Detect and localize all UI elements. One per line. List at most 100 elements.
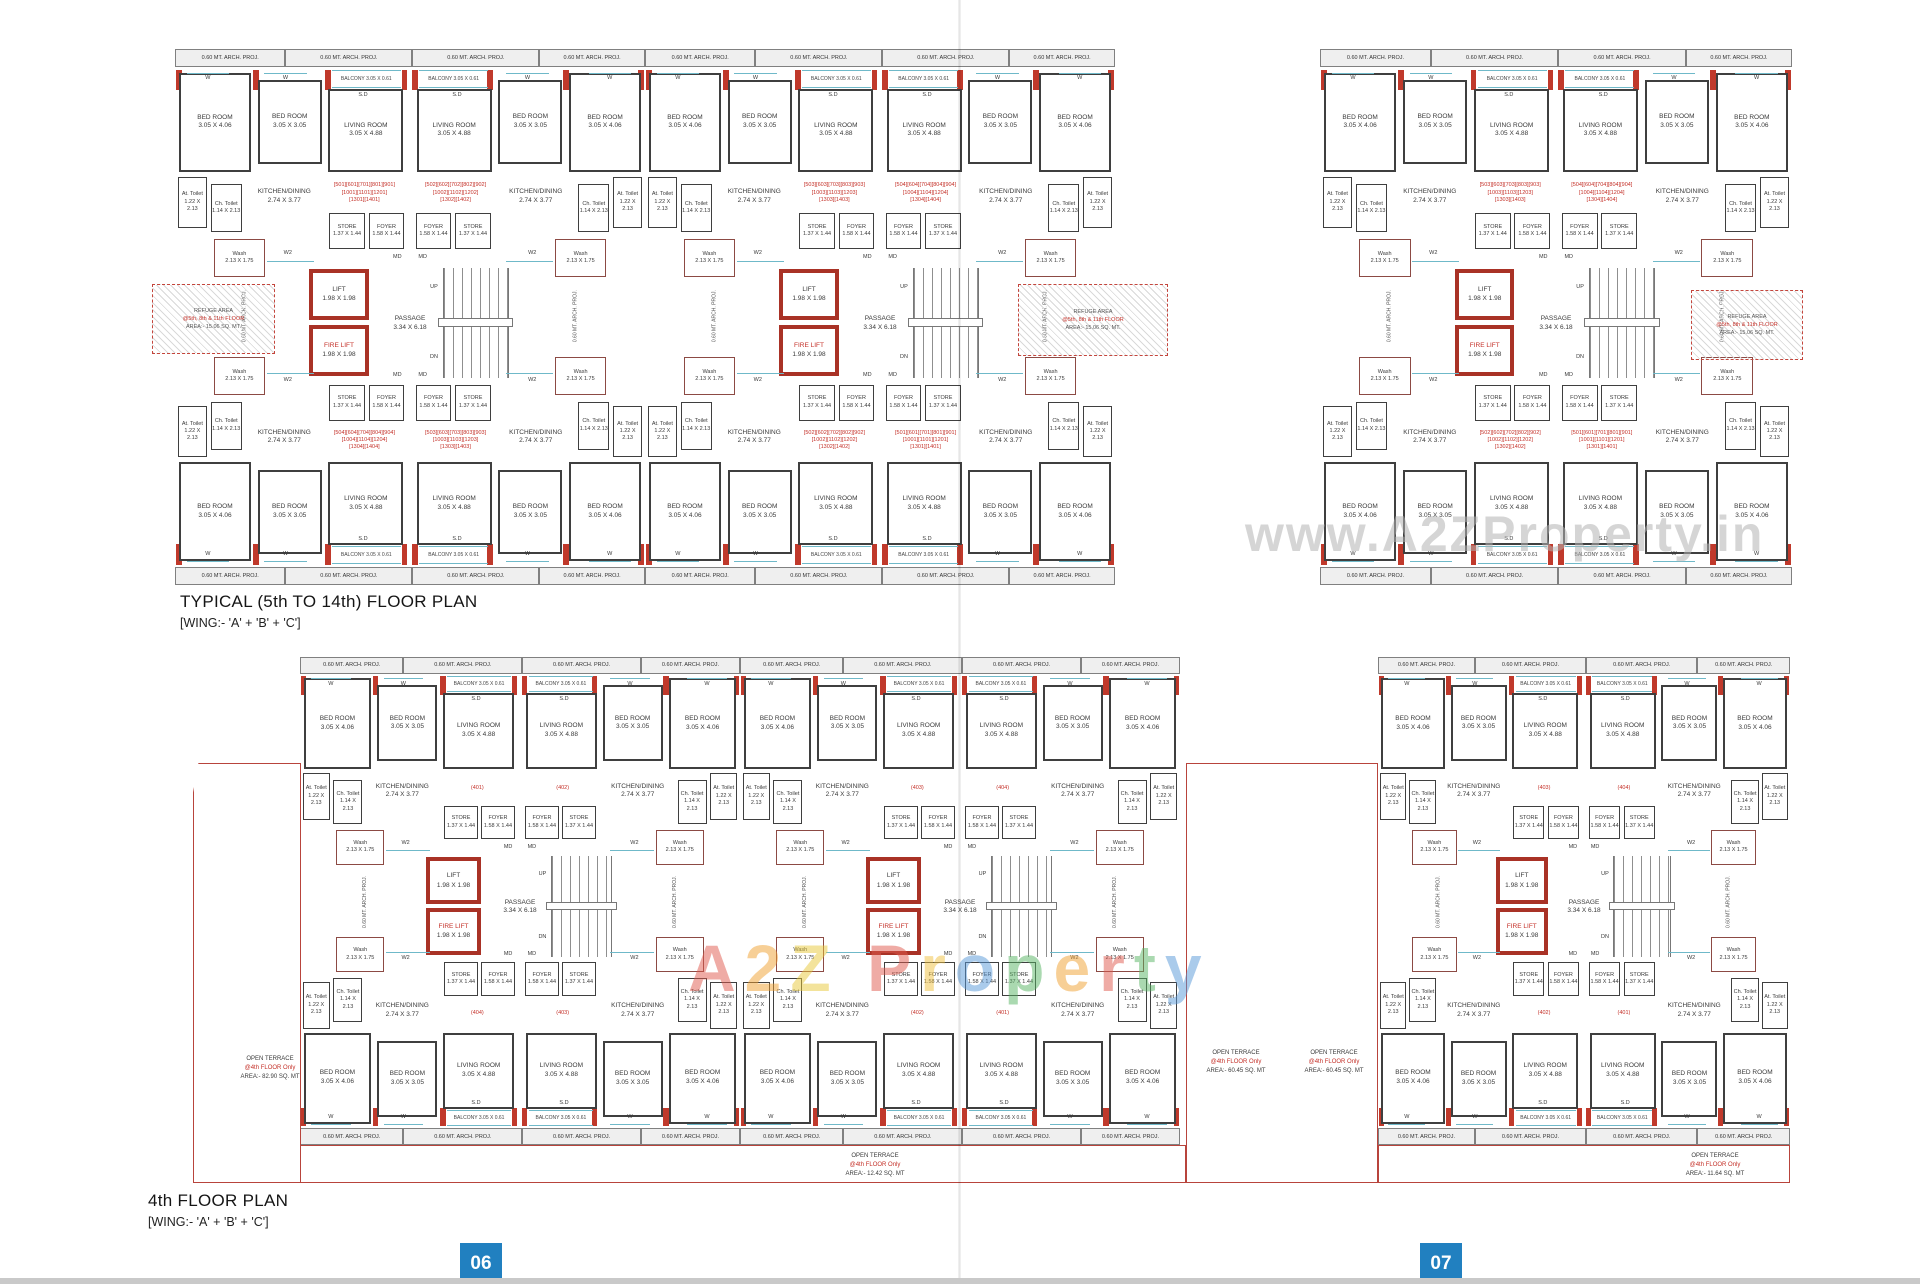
balcony: BALCONY 3.05 X 0.61 (446, 1109, 512, 1126)
balcony: BALCONY 3.05 X 0.61 (331, 546, 401, 565)
sliding-door-label: S.D (559, 695, 569, 702)
kitchen-dining-label: KITCHEN/DINING 2.74 X 3.77 (1403, 428, 1457, 445)
watermark-letter: 2 (744, 931, 791, 1005)
window-line (1458, 951, 1500, 953)
window-line (1412, 372, 1460, 374)
window-line (1668, 678, 1706, 680)
wash-area: Wash 2.13 X 1.75 (213, 356, 266, 396)
arch-projection-label: 0.60 MT. ARCH. PROJ. (1009, 49, 1115, 68)
wall-column-marker (794, 69, 801, 91)
window-line (823, 1123, 864, 1125)
colored-watermark: A2Z Property (688, 930, 1211, 1006)
stair-up-label: UP (1601, 870, 1609, 877)
window-label: W (400, 680, 406, 687)
foyer: FOYER 1.58 X 1.44 (1547, 806, 1580, 840)
common-toilet: Ch. Toilet 1.14 X 2.13 (1731, 779, 1759, 824)
wall-column-marker (1785, 69, 1792, 91)
balcony: BALCONY 3.05 X 0.61 (446, 676, 512, 693)
living-room: LIVING ROOM 3.05 X 4.88 (416, 461, 492, 546)
main-door-label: MD (527, 843, 537, 850)
living-room: LIVING ROOM 3.05 X 4.88 (1512, 1032, 1579, 1109)
window-line (687, 1123, 727, 1125)
window-line (1127, 678, 1167, 680)
window-line (734, 72, 777, 74)
balcony: BALCONY 3.05 X 0.61 (889, 69, 958, 88)
living-room: LIVING ROOM 3.05 X 4.88 (1512, 693, 1579, 770)
window-line (751, 678, 791, 680)
page-number-badge-06[interactable]: 06 (460, 1243, 502, 1284)
window-label: W (1067, 680, 1073, 687)
window-label: W2 (1429, 250, 1438, 257)
balcony: BALCONY 3.05 X 0.61 (1565, 69, 1635, 88)
window-label: W2 (1472, 839, 1481, 846)
window-line (186, 72, 230, 74)
passage-label: PASSAGE 3.34 X 6.18 (863, 315, 897, 331)
attached-toilet: At. Toilet 1.22 X 2.13 (1083, 405, 1113, 458)
window-line (1388, 1123, 1426, 1125)
window-line (506, 372, 554, 374)
wall-column-marker (1398, 544, 1404, 565)
window-line (736, 372, 784, 374)
wall-column-marker (1398, 69, 1404, 91)
window-line (1652, 72, 1696, 74)
window-line (264, 561, 307, 563)
balcony: BALCONY 3.05 X 0.61 (331, 69, 401, 88)
passage-label: PASSAGE 3.34 X 6.18 (1567, 898, 1601, 915)
living-room: LIVING ROOM 3.05 X 4.88 (883, 1032, 954, 1109)
window-label: W (840, 680, 846, 687)
balcony: BALCONY 3.05 X 0.61 (801, 69, 871, 88)
unit-number-label: (401) (470, 784, 484, 791)
passage-label: PASSAGE 3.34 X 6.18 (1539, 315, 1573, 331)
sliding-door-label: S.D (828, 92, 838, 99)
window-label: W (1684, 680, 1690, 687)
common-toilet: Ch. Toilet 1.14 X 2.13 (1724, 184, 1757, 233)
main-door-label: MD (863, 372, 872, 379)
store-room: STORE 1.37 X 1.44 (1601, 213, 1638, 250)
wall-column-marker (813, 1107, 819, 1127)
watermark-letter: r (920, 931, 955, 1005)
arch-projection-label: 0.60 MT. ARCH. PROJ. (1081, 657, 1180, 674)
kitchen-dining-label: KITCHEN/DINING 2.74 X 3.77 (1051, 1002, 1105, 1018)
window-line (1331, 561, 1375, 563)
foyer: FOYER 1.58 X 1.44 (1547, 962, 1580, 996)
main-door-label: MD (1568, 951, 1578, 958)
arch-projection-label: 0.60 MT. ARCH. PROJ. (882, 49, 1010, 68)
wall-column-marker (723, 544, 729, 565)
window-label: W2 (1070, 955, 1079, 961)
window-line (976, 561, 1019, 563)
living-room: LIVING ROOM 3.05 X 4.88 (966, 1032, 1037, 1109)
wash-area: Wash 2.13 X 1.75 (213, 238, 266, 278)
label-line: AREA:- 60.45 SQ. MT (1304, 1067, 1364, 1074)
wall-column-marker (592, 1107, 598, 1127)
label-line: @4th FLOOR Only (1689, 1161, 1741, 1168)
sliding-door-label: S.D (999, 1099, 1009, 1106)
window-line (823, 678, 864, 680)
arch-projection-label: 0.60 MT. ARCH. PROJ. (1726, 875, 1732, 927)
kitchen-dining-label: KITCHEN/DINING 2.74 X 3.77 (727, 428, 781, 445)
wall-column-marker (1651, 1107, 1657, 1127)
window-line (1050, 850, 1095, 852)
attached-toilet: At. Toilet 1.22 X 2.13 (742, 773, 770, 820)
unit-number-label: [504][604][704][804][904] [1004][1104][1… (333, 430, 395, 451)
arch-projection-label: 0.60 MT. ARCH. PROJ. (843, 1128, 963, 1145)
main-door-label: MD (1564, 254, 1574, 261)
wall-column-marker (1585, 676, 1591, 695)
wall-column-marker (952, 1107, 958, 1127)
unit-number-label: (403) (1537, 784, 1551, 791)
attached-toilet: At. Toilet 1.22 X 2.13 (1761, 773, 1788, 820)
bed-room: BED ROOM 3.05 X 4.06 (743, 678, 812, 770)
window-label: W (1350, 551, 1356, 558)
wall-column-marker (411, 544, 418, 565)
arch-projection-label: 0.60 MT. ARCH. PROJ. (1320, 566, 1431, 585)
main-door-label: MD (1590, 843, 1600, 850)
window-label: W (205, 551, 211, 558)
sliding-door-label: S.D (1620, 695, 1630, 702)
window-line (1668, 951, 1710, 953)
balcony: BALCONY 3.05 X 0.61 (968, 676, 1034, 693)
page-number-badge-07[interactable]: 07 (1420, 1243, 1462, 1284)
wash-area: Wash 2.13 X 1.75 (336, 829, 385, 865)
unit-number-label: (403) (556, 1010, 570, 1017)
attached-toilet: At. Toilet 1.22 X 2.13 (177, 405, 207, 458)
